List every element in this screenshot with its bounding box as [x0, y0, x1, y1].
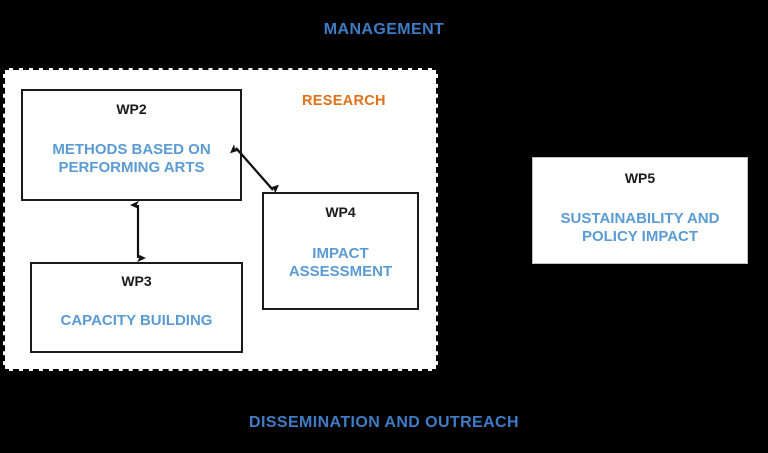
research-zone-label: RESEARCH: [302, 93, 386, 109]
connector-wp2-wp4-double-arrow-icon: [229, 144, 280, 194]
wp4-box[interactable]: WP4 IMPACT ASSESSMENT: [262, 192, 419, 310]
wp4-code: WP4: [325, 204, 356, 220]
wp3-code: WP3: [121, 273, 152, 289]
wp5-box[interactable]: WP5 SUSTAINABILITY AND POLICY IMPACT: [532, 157, 748, 264]
wp3-title: CAPACITY BUILDING: [60, 312, 213, 329]
wp2-box[interactable]: WP2 METHODS BASED ON PERFORMING ARTS: [21, 89, 242, 201]
wp3-box[interactable]: WP3 CAPACITY BUILDING: [30, 262, 243, 353]
wp2-title: METHODS BASED ON PERFORMING ARTS: [52, 141, 211, 177]
connector-wp2-wp3-double-arrow-icon: [130, 200, 146, 263]
management-banner-label: MANAGEMENT: [323, 21, 445, 38]
wp2-code: WP2: [116, 101, 147, 117]
wp5-title: SUSTAINABILITY AND POLICY IMPACT: [560, 210, 720, 246]
wp5-code: WP5: [624, 170, 656, 186]
wp4-title: IMPACT ASSESSMENT: [288, 245, 393, 281]
dissemination-banner-label: DISSEMINATION AND OUTREACH: [249, 414, 519, 431]
